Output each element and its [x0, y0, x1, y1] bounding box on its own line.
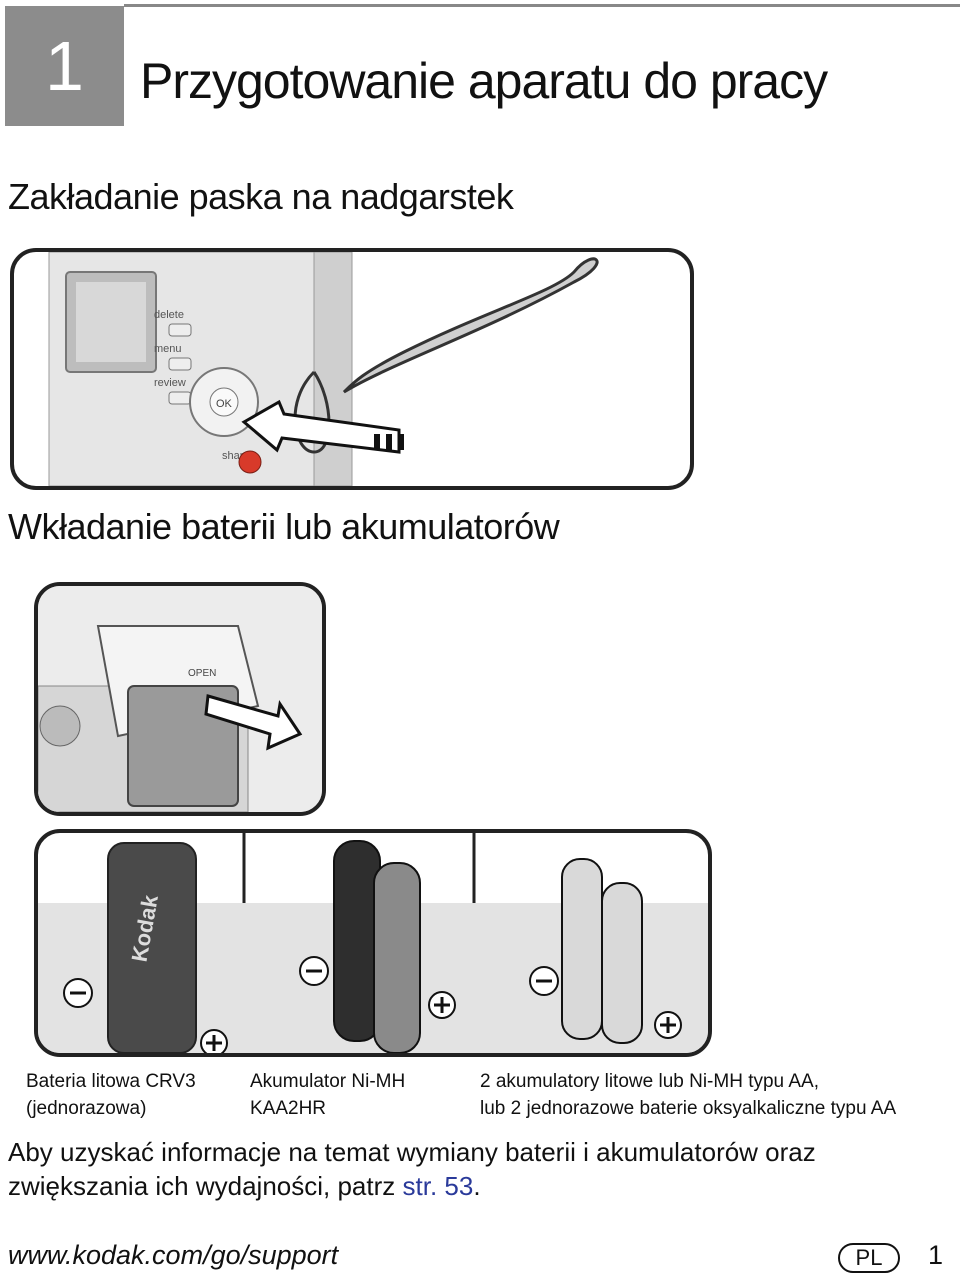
battery-door-figure: OPEN — [34, 582, 326, 816]
caption-crv3-line1: Bateria litowa CRV3 — [26, 1068, 196, 1095]
strap-figure: delete menu review OK share — [10, 248, 694, 490]
review-label: review — [154, 377, 186, 389]
header-rule — [124, 4, 960, 7]
language-badge: PL — [838, 1243, 900, 1273]
caption-aa: 2 akumulatory litowe lub Ni-MH typu AA, … — [480, 1068, 896, 1122]
aa-cell-left — [562, 859, 602, 1039]
delete-label: delete — [154, 309, 184, 321]
delete-button-shape — [169, 324, 191, 336]
caption-kaa2hr-line1: Akumulator Ni-MH — [250, 1068, 405, 1095]
caption-aa-line1: 2 akumulatory litowe lub Ni-MH typu AA, — [480, 1068, 896, 1095]
open-label: OPEN — [188, 668, 216, 679]
support-url[interactable]: www.kodak.com/go/support — [8, 1240, 338, 1271]
battery-options-figure: Kodak — [34, 829, 712, 1057]
caption-kaa2hr-line2: KAA2HR — [250, 1095, 405, 1122]
review-button-shape — [169, 392, 191, 404]
strap-heading: Zakładanie paska na nadgarstek — [8, 176, 513, 218]
caption-aa-line2: lub 2 jednorazowe baterie oksyalkaliczne… — [480, 1095, 896, 1122]
chapter-number-box: 1 — [5, 6, 124, 126]
aa-cell-right — [602, 883, 642, 1043]
share-button-shape — [239, 451, 261, 473]
menu-button-shape — [169, 358, 191, 370]
wrist-strap — [344, 259, 597, 392]
page-number: 1 — [928, 1240, 943, 1271]
chapter-number: 1 — [45, 26, 84, 106]
batteries-heading: Wkładanie baterii lub akumulatorów — [8, 506, 559, 548]
note-suffix: . — [473, 1171, 480, 1201]
battery-note: Aby uzyskać informacje na temat wymiany … — [8, 1135, 948, 1203]
nimh-cell-right — [374, 863, 420, 1053]
chapter-title: Przygotowanie aparatu do pracy — [140, 52, 827, 110]
caption-kaa2hr: Akumulator Ni-MH KAA2HR — [250, 1068, 405, 1122]
caption-crv3-line2: (jednorazowa) — [26, 1095, 196, 1122]
caption-crv3: Bateria litowa CRV3 (jednorazowa) — [26, 1068, 196, 1122]
page-link[interactable]: str. 53 — [403, 1171, 474, 1201]
menu-label: menu — [154, 343, 182, 355]
ok-label: OK — [216, 398, 233, 410]
